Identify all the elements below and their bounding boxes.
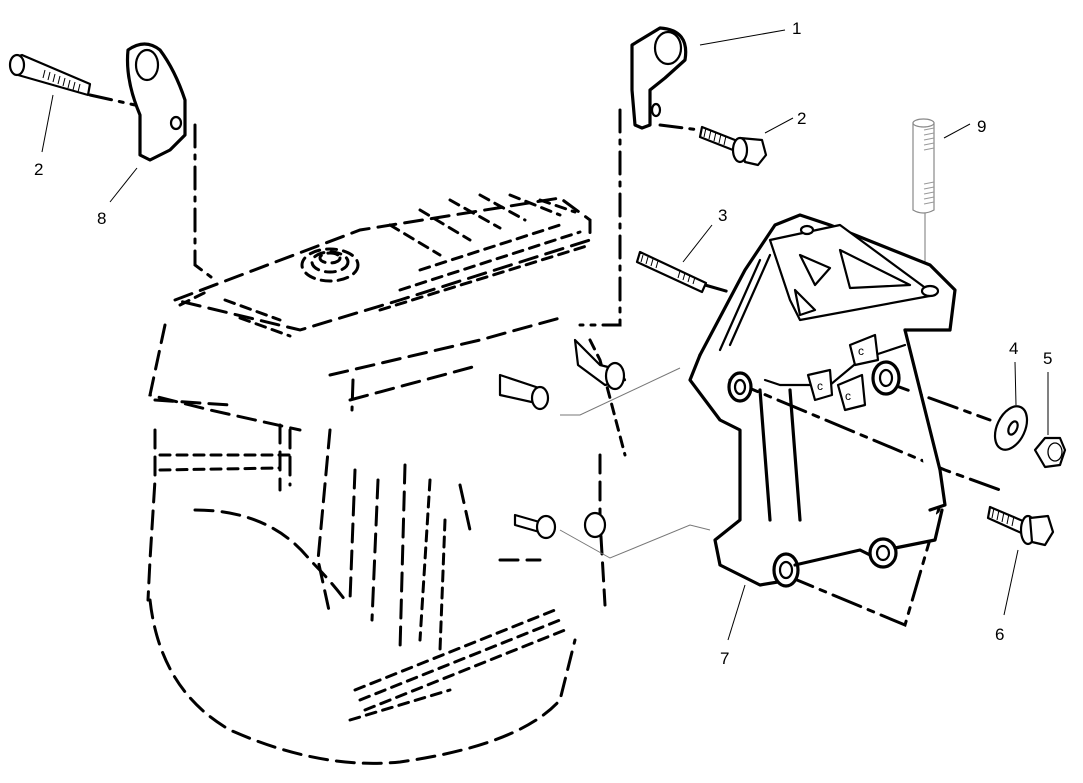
leader-lines	[41, 29, 1049, 641]
svg-text:c: c	[845, 389, 851, 403]
svg-text:c: c	[858, 344, 864, 358]
part-6-flange-bolt	[986, 505, 1055, 547]
part-9-long-stud	[912, 118, 935, 214]
callout-4: 4	[1009, 339, 1018, 358]
part-7-mount-bracket: c c c	[688, 213, 957, 588]
engine-boss-lower-left	[513, 513, 557, 540]
callout-2-right: 2	[797, 109, 806, 128]
callout-3: 3	[718, 206, 727, 225]
part-8-left-lifting-bracket	[125, 42, 187, 162]
engine-boss-upper-right	[573, 338, 627, 391]
part-4-washer	[993, 405, 1029, 451]
callout-6: 6	[995, 625, 1004, 644]
callout-7: 7	[720, 649, 729, 668]
callout-1: 1	[792, 19, 801, 38]
assembly-lines	[88, 93, 1002, 628]
engine-boss-lower-right	[583, 511, 607, 539]
part-5-nut	[1033, 436, 1067, 469]
callout-8: 8	[97, 209, 106, 228]
part-3-stud	[635, 250, 708, 294]
callout-5: 5	[1043, 349, 1052, 368]
part-2-bolt-left	[8, 53, 92, 97]
svg-text:c: c	[817, 379, 823, 393]
engine-block-outline	[146, 193, 627, 765]
callout-2-left: 2	[34, 160, 43, 179]
callout-labels: 1 2 2 3 4 5 6 7 8 9	[34, 19, 1052, 668]
callout-9: 9	[977, 117, 986, 136]
part-1-right-lifting-bracket	[630, 26, 688, 130]
part-2-bolt-right	[698, 125, 768, 167]
engine-boss-upper-left	[498, 373, 550, 411]
